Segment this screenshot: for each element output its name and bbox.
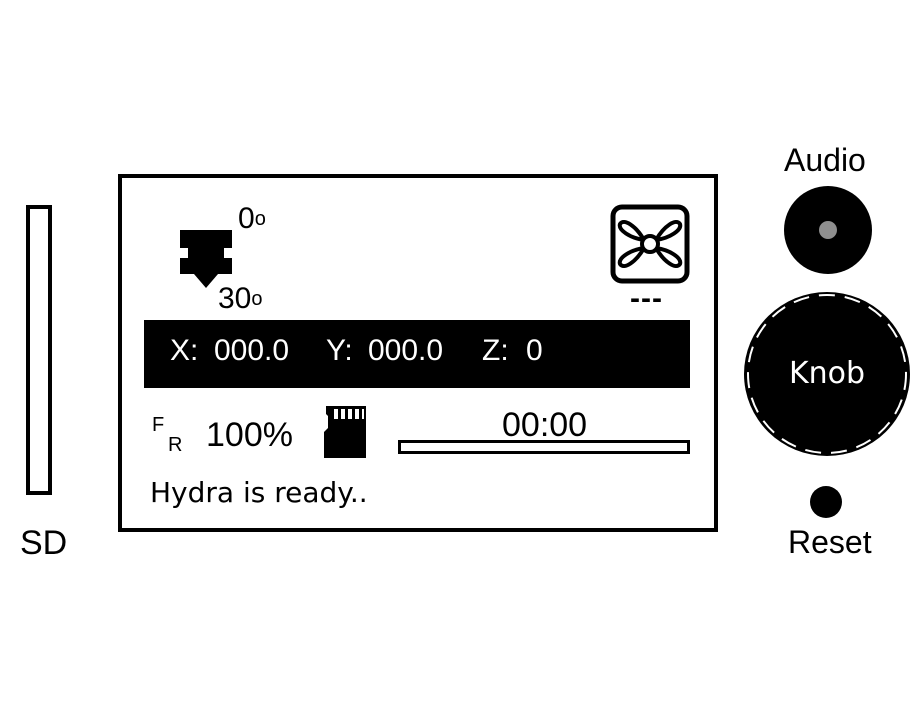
fan-icon [610, 204, 690, 284]
sd-slot-label: SD [20, 524, 68, 562]
print-progress-bar [398, 440, 690, 454]
speaker-icon [784, 186, 872, 274]
reset-label: Reset [788, 524, 872, 560]
feedrate-r-label: R [168, 434, 183, 456]
knob-ridges [747, 294, 907, 454]
reset-button[interactable] [810, 486, 842, 518]
x-axis-value: 000.0 [214, 334, 290, 367]
status-message: Hydra is ready.. [150, 476, 368, 509]
y-axis-label: Y: [326, 334, 353, 367]
fan-speed: --- [630, 282, 663, 315]
lcd-screen: 0o 30o --- X: 000.0 Y: 000.0 Z: 0 F R 10… [118, 174, 718, 532]
hotend-icon [180, 230, 232, 288]
x-axis-label: X: [170, 334, 199, 367]
audio-label: Audio [784, 142, 866, 178]
z-axis-label: Z: [482, 334, 509, 367]
feedrate-f-label: F [152, 414, 165, 436]
knob-label: Knob [788, 356, 866, 391]
speaker-center [819, 221, 837, 239]
print-elapsed-time: 00:00 [502, 406, 588, 444]
y-axis-value: 000.0 [368, 334, 444, 367]
hotend-target-temp: 30o [218, 282, 263, 315]
sd-card-slot[interactable] [26, 205, 52, 495]
position-bar: X: 000.0 Y: 000.0 Z: 0 [144, 320, 690, 388]
rotary-knob[interactable]: Knob [744, 292, 910, 456]
z-axis-value: 0 [526, 334, 543, 367]
sd-card-icon [324, 406, 366, 458]
feedrate-value: 100% [206, 416, 293, 454]
hotend-current-temp: 0o [238, 202, 266, 235]
